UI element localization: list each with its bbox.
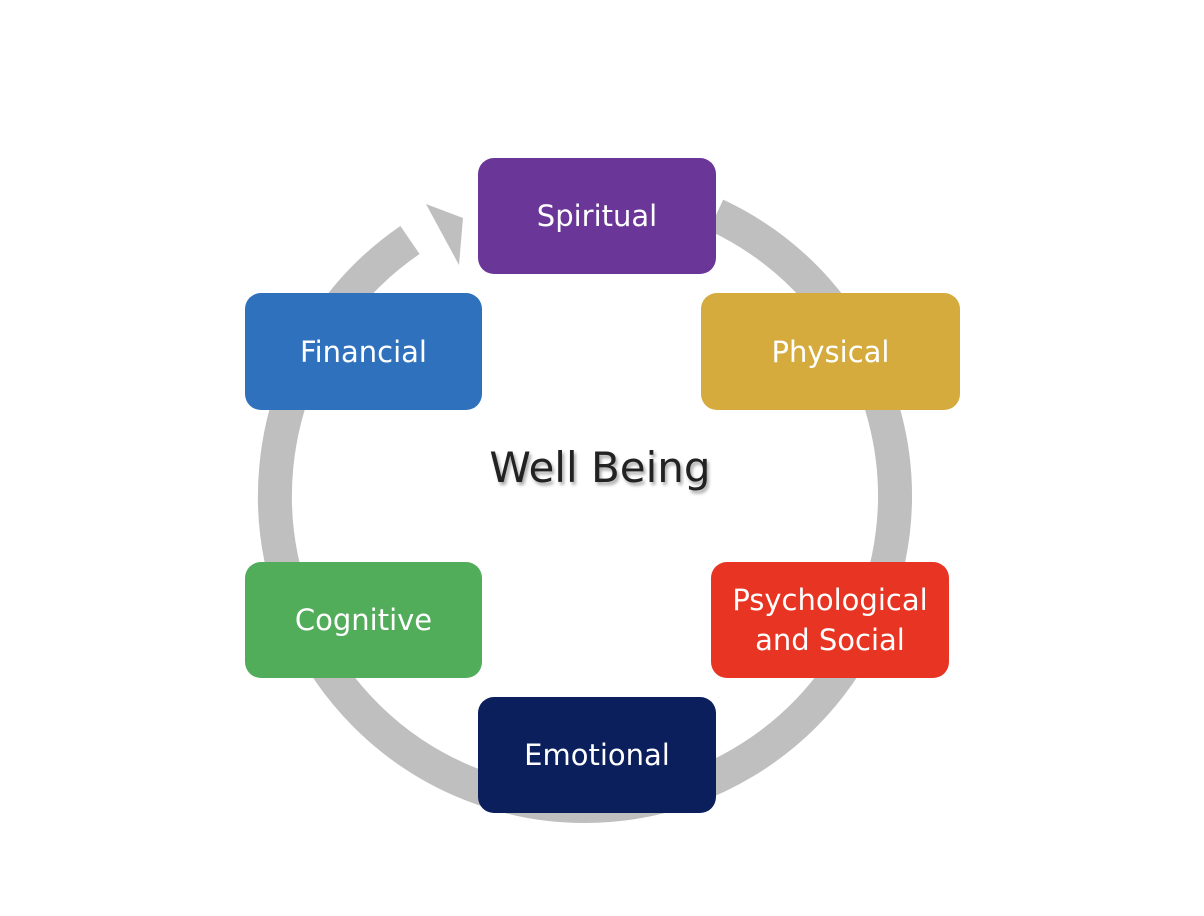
node-spiritual: Spiritual: [478, 158, 716, 274]
center-label: Well Being: [489, 443, 711, 492]
node-physical-label: Physical: [771, 334, 890, 369]
node-emotional: Emotional: [478, 697, 716, 813]
node-emotional-label: Emotional: [524, 738, 670, 772]
node-psychological-and-social: Psychological and Social: [711, 562, 949, 678]
node-cognitive: Cognitive: [245, 562, 482, 678]
node-physical: Physical: [701, 293, 960, 410]
node-spiritual-label: Spiritual: [536, 199, 658, 233]
node-psychological-label-line1: Psychological: [732, 583, 928, 617]
cycle-arrow-head-icon: [426, 204, 463, 265]
node-psychological-label-line2: and Social: [755, 623, 905, 657]
node-financial-label: Financial: [300, 334, 427, 369]
node-cognitive-label: Cognitive: [294, 603, 433, 637]
node-financial: Financial: [245, 293, 482, 410]
